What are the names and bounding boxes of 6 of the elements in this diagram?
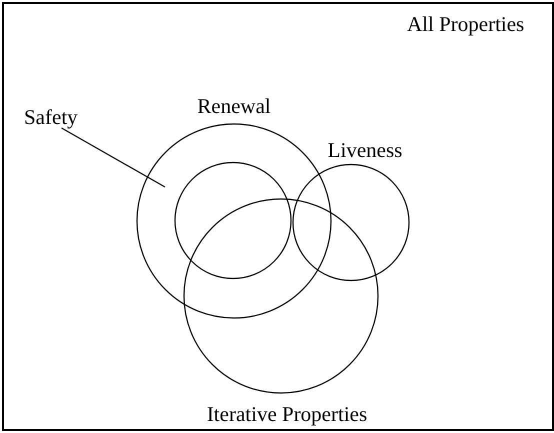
region-label: All Properties — [407, 13, 524, 35]
region-label: Renewal — [197, 95, 271, 117]
leader-line — [61, 127, 166, 188]
region-label: Iterative Properties — [206, 403, 368, 425]
region-label: Liveness — [328, 139, 402, 161]
region-label: Safety — [24, 106, 78, 128]
